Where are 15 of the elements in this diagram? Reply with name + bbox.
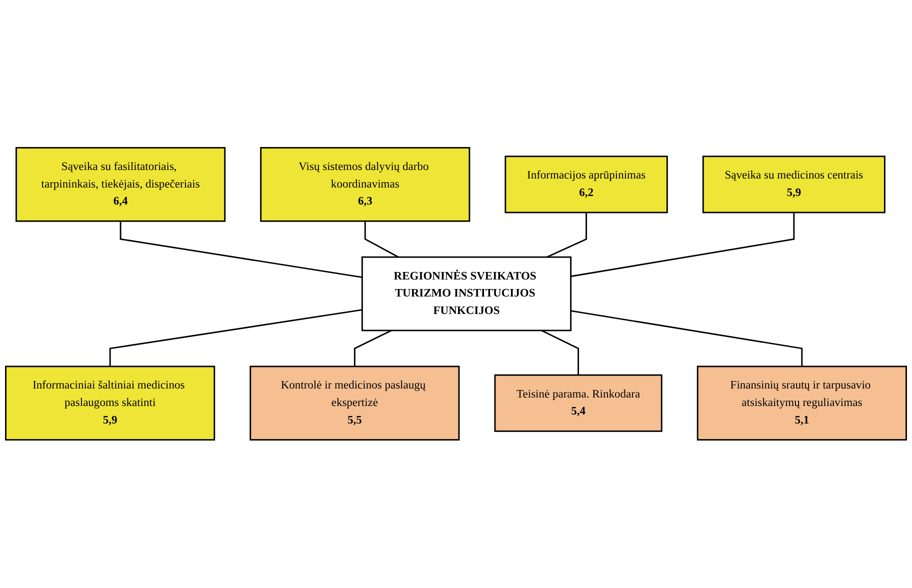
connector (354, 330, 392, 367)
node-box: Finansinių srautų ir tarpusavio atsiskaitymų reguliavimas 5,1 (696, 366, 907, 441)
node-box: Visų sistemos dalyvių darbo koordinavimas 6,3 (260, 147, 470, 222)
node-box: Sąveika su fasilitatoriais, tarpininkais, tiekėjais, dispečeriais 6,4 (16, 147, 226, 222)
node-box: Kontrolė ir medicinos paslaugų ekspertizė 5,5 (250, 366, 460, 441)
connector (570, 310, 803, 367)
connector (109, 309, 362, 367)
connector (120, 221, 362, 278)
node-box: Informacijos aprūpinimas 6,2 (504, 156, 668, 214)
connector (364, 221, 399, 258)
node-box: Sąveika su medicinos centrais 5,9 (702, 156, 886, 214)
connector (570, 212, 795, 278)
node-box: Informaciniai šaltiniai medicinos paslaugoms skatinti 5,9 (5, 366, 216, 441)
node-box: Teisinė parama. Rinkodara 5,4 (494, 374, 662, 432)
node-box: REGIONINĖS SVEIKATOS TURIZMO INSTITUCIJOS FUNKCIJOS (361, 256, 572, 332)
